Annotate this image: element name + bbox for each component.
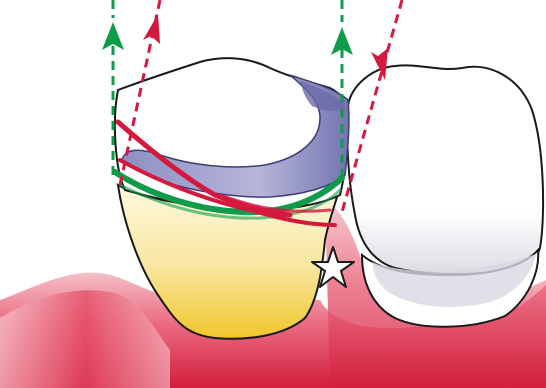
right-tooth: [347, 65, 543, 274]
arrow-down-icon: [143, 14, 160, 44]
arrow-up-icon: [102, 22, 124, 50]
